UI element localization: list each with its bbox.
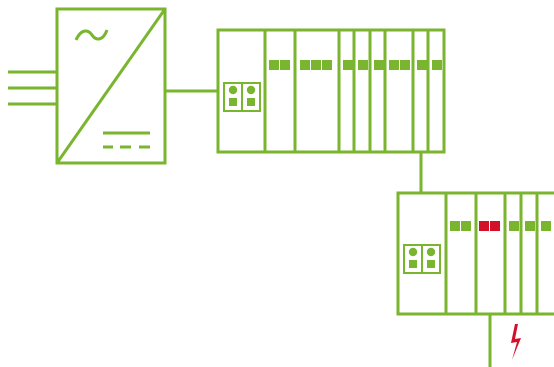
device-2-housing xyxy=(396,191,554,316)
device-2 xyxy=(396,191,554,316)
status-led-ok xyxy=(280,60,290,70)
status-led-ok xyxy=(358,60,368,70)
status-led-ok xyxy=(417,60,427,70)
status-led-ok xyxy=(525,221,535,231)
device-1-connector xyxy=(223,82,261,112)
device-1-status-leds xyxy=(269,60,442,70)
status-led-fault xyxy=(490,221,500,231)
status-led-ok xyxy=(374,60,384,70)
connector-terminal-top xyxy=(228,85,238,95)
status-led-ok xyxy=(389,60,399,70)
status-led-ok xyxy=(343,60,353,70)
status-led-ok xyxy=(300,60,310,70)
connector-terminal-top xyxy=(408,247,418,257)
connector-terminal-bottom xyxy=(247,98,255,106)
status-led-ok xyxy=(541,221,551,231)
power-supply xyxy=(55,7,167,165)
status-led-ok xyxy=(269,60,279,70)
device-1 xyxy=(216,28,446,154)
device-2-status-leds xyxy=(450,221,551,231)
connector-terminal-top xyxy=(246,85,256,95)
status-led-ok xyxy=(400,60,410,70)
power-supply-box xyxy=(55,7,167,165)
status-led-ok xyxy=(311,60,321,70)
connector-terminal-bottom xyxy=(409,260,417,268)
device-1-housing xyxy=(216,28,446,154)
status-led-ok xyxy=(450,221,460,231)
connector-terminal-bottom xyxy=(229,98,237,106)
power-supply-diagonal xyxy=(55,8,167,164)
status-led-ok xyxy=(461,221,471,231)
ac-input-lines xyxy=(8,70,57,106)
status-led-fault xyxy=(479,221,489,231)
lightning-bolt-icon xyxy=(511,324,521,360)
dc-symbol-icon xyxy=(103,131,150,149)
status-led-ok xyxy=(432,60,442,70)
status-led-ok xyxy=(509,221,519,231)
status-led-ok xyxy=(322,60,332,70)
connector-terminal-top xyxy=(426,247,436,257)
tilde-icon xyxy=(74,29,109,41)
connector-terminal-bottom xyxy=(427,260,435,268)
device-2-connector xyxy=(403,244,441,274)
